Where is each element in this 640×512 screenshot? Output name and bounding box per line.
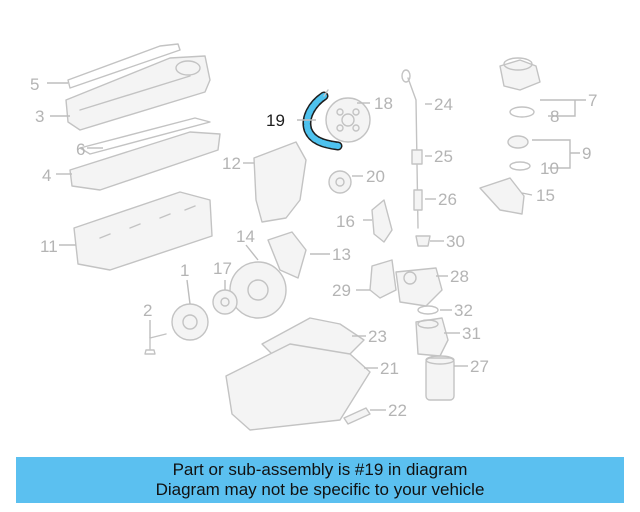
part-9-cap <box>507 135 529 149</box>
callout-5: 5 <box>30 75 39 94</box>
callout-7: 7 <box>588 91 597 110</box>
part-18-sprocket <box>325 97 371 143</box>
callout-30: 30 <box>446 232 465 251</box>
callout-32: 32 <box>454 301 473 320</box>
part-19-timing-chain <box>302 89 343 151</box>
callout-27: 27 <box>470 357 489 376</box>
callout-15: 15 <box>536 186 555 205</box>
callout-9: 9 <box>582 144 591 163</box>
callout-17: 17 <box>213 259 232 278</box>
callout-29: 29 <box>332 281 351 300</box>
callout-22: 22 <box>388 401 407 420</box>
callout-18: 18 <box>374 94 393 113</box>
part-17-gear <box>212 289 238 315</box>
part-31-filter-housing <box>415 317 449 357</box>
part-8-seal <box>509 106 535 118</box>
part-4-cover <box>69 131 221 191</box>
part-10-seal <box>509 161 531 171</box>
part-30-plug <box>415 235 431 247</box>
callout-4: 4 <box>42 166 51 185</box>
part-13-bracket <box>267 231 307 279</box>
part-1-damper <box>171 303 209 341</box>
callout-2: 2 <box>143 301 152 320</box>
callout-23: 23 <box>368 327 387 346</box>
part-15-cover <box>479 177 525 215</box>
part-12-timing-cover <box>253 141 307 223</box>
callout-13: 13 <box>332 245 351 264</box>
part-29-mount <box>369 259 397 299</box>
part-7-cap <box>499 57 541 91</box>
part-22-sealant-tube <box>343 407 371 425</box>
callout-14: 14 <box>236 227 255 246</box>
banner-line-1: Part or sub-assembly is #19 in diagram <box>172 460 468 479</box>
part-26-tube <box>413 189 423 211</box>
callout-21: 21 <box>380 359 399 378</box>
banner-line-2: Diagram may not be specific to your vehi… <box>155 480 485 499</box>
callout-12: 12 <box>222 154 241 173</box>
callout-31: 31 <box>462 324 481 343</box>
callout-24: 24 <box>434 95 453 114</box>
callout-28: 28 <box>450 267 469 286</box>
part-24-dipstick <box>401 69 419 229</box>
callout-1: 1 <box>180 261 189 280</box>
callout-labels: 5 3 6 4 11 12 18 19 20 14 13 17 1 2 16 2… <box>30 75 597 420</box>
part-2-bolt <box>144 333 167 355</box>
callout-8: 8 <box>550 107 559 126</box>
part-11-intake <box>73 191 213 271</box>
callout-11: 11 <box>40 237 58 256</box>
callout-26: 26 <box>438 190 457 209</box>
callout-10: 10 <box>540 159 559 178</box>
part-32-oring <box>417 305 439 315</box>
callout-6: 6 <box>76 140 85 159</box>
part-27-oil-filter <box>425 355 455 401</box>
callout-16: 16 <box>336 212 355 231</box>
part-14-pulley <box>229 261 287 319</box>
part-6-gasket <box>79 117 211 155</box>
callout-19: 19 <box>266 111 285 130</box>
part-28-housing <box>395 267 443 307</box>
leader-lines <box>47 82 586 411</box>
info-banner: Part or sub-assembly is #19 in diagram D… <box>16 457 624 503</box>
callout-20: 20 <box>366 167 385 186</box>
part-21-oil-pan <box>225 343 371 431</box>
callout-25: 25 <box>434 147 453 166</box>
callout-3: 3 <box>35 107 44 126</box>
part-3-valve-cover <box>65 55 211 131</box>
part-20-gear <box>328 170 352 194</box>
part-5-gasket <box>67 43 181 89</box>
part-16-bracket <box>371 199 393 243</box>
part-25-tube <box>411 149 423 165</box>
